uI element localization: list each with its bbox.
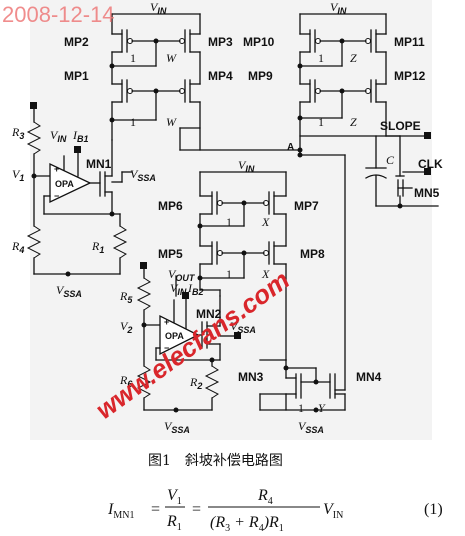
equation-1: IMN1 = V1 R1 = R4 (R3 + R4)R1 VIN (1)	[107, 487, 443, 534]
ratio-mn3: 1	[298, 401, 304, 415]
mp2-label: MP2	[64, 35, 89, 49]
eq-f2-num: R4	[257, 487, 273, 507]
r1-label: R1	[91, 239, 104, 255]
opamp1-minus: −	[54, 191, 59, 201]
eq-equals-1: =	[151, 501, 160, 518]
mp9-label: MP9	[248, 69, 273, 83]
ib2-label: IB2	[187, 281, 204, 297]
mp12-label: MP12	[394, 69, 426, 83]
mp1-label: MP1	[64, 69, 89, 83]
vssa-left-label: VSSA	[56, 283, 82, 299]
slope-label: SLOPE	[380, 119, 421, 133]
ratio-mp8: X	[261, 267, 270, 281]
vssa-mn34-label: VSSA	[298, 419, 324, 435]
ratio-mp3: W	[166, 51, 177, 65]
v1-opamp-block	[26, 102, 133, 277]
mp3-label: MP3	[208, 35, 233, 49]
mn1-label: MN1	[86, 157, 112, 171]
mn4-label: MN4	[356, 370, 382, 384]
mp5-label: MP5	[158, 247, 183, 261]
ratio-mp7: X	[261, 215, 270, 229]
vout-label: VOUT	[168, 267, 196, 283]
eq-f2-den: (R3 + R4)R1	[210, 514, 284, 534]
vin-label-top-left: VIN	[150, 0, 167, 16]
opamp2-minus: −	[164, 343, 169, 353]
schematic-labels: VIN VIN VIN MP2 MP3 MP1 MP4 MP10 MP11 MP…	[11, 0, 443, 435]
v2-opamp-block	[136, 262, 241, 413]
ratio-mn4: Y	[318, 401, 326, 415]
capacitor-label: C	[386, 153, 395, 167]
mp7-label: MP7	[294, 199, 319, 213]
opamp2-label: OPA	[165, 331, 184, 341]
date-watermark: 2008-12-14	[2, 2, 115, 27]
mn5-label: MN5	[414, 186, 440, 200]
mp4-label: MP4	[208, 69, 233, 83]
mp10-label: MP10	[243, 35, 275, 49]
ratio-mp1: 1	[130, 115, 136, 129]
eq-equals-2: =	[192, 501, 201, 518]
mp6-label: MP6	[158, 199, 183, 213]
ratio-mp5: 1	[226, 267, 232, 281]
capacitor-mn5	[365, 135, 439, 209]
eq-tail: VIN	[323, 501, 343, 521]
r4-label: R4	[11, 239, 24, 255]
ratio-mp9: 1	[318, 115, 324, 129]
ib1-label: IB1	[72, 128, 89, 144]
clk-label: CLK	[418, 157, 443, 171]
ratio-mp2: 1	[130, 51, 136, 65]
mirror-mp9-mp12	[297, 13, 431, 391]
v2-label: V2	[120, 319, 132, 335]
vin-label-top-right: VIN	[330, 0, 347, 16]
r2-label: R2	[189, 375, 202, 391]
vin-label-center: VIN	[238, 158, 255, 174]
mirror-mp1-mp4	[109, 13, 301, 151]
mp8-label: MP8	[300, 247, 325, 261]
vin-opamp1-label: VIN	[50, 128, 67, 144]
r6-label: R6	[119, 373, 133, 389]
vin-opamp2-label: VIN	[170, 281, 187, 297]
vssa-lower-label: VSSA	[164, 419, 190, 435]
r3-label: R3	[11, 125, 24, 141]
eq-f1-num: V1	[167, 487, 182, 507]
vssa-mn2-label: VSSA	[230, 319, 256, 335]
ratio-mp4: W	[166, 115, 177, 129]
ratio-mp10: 1	[318, 51, 324, 65]
schematic-panel	[30, 0, 432, 440]
eq-lhs: IMN1	[107, 501, 134, 521]
eq-f1-den: R1	[166, 513, 182, 533]
node-a-label: A	[287, 142, 294, 153]
opamp2-plus: +	[164, 317, 169, 327]
r5-label: R5	[119, 289, 133, 305]
ratio-mp12: Z	[350, 115, 357, 129]
eq-number: (1)	[424, 501, 443, 518]
mirror-mn3-mn4	[259, 359, 346, 413]
mn3-label: MN3	[238, 370, 264, 384]
figure-caption: 图1 斜坡补偿电路图	[148, 453, 283, 469]
v1-label: V1	[12, 167, 24, 183]
mirror-mp5-mp8	[197, 171, 287, 361]
opamp1-label: OPA	[55, 179, 74, 189]
ratio-mp6: 1	[226, 215, 232, 229]
mn2-label: MN2	[196, 307, 222, 321]
ratio-mp11: Z	[350, 51, 357, 65]
mp11-label: MP11	[394, 35, 425, 49]
opamp1-plus: +	[54, 164, 59, 174]
vssa-mn1-label: VSSA	[130, 167, 156, 183]
